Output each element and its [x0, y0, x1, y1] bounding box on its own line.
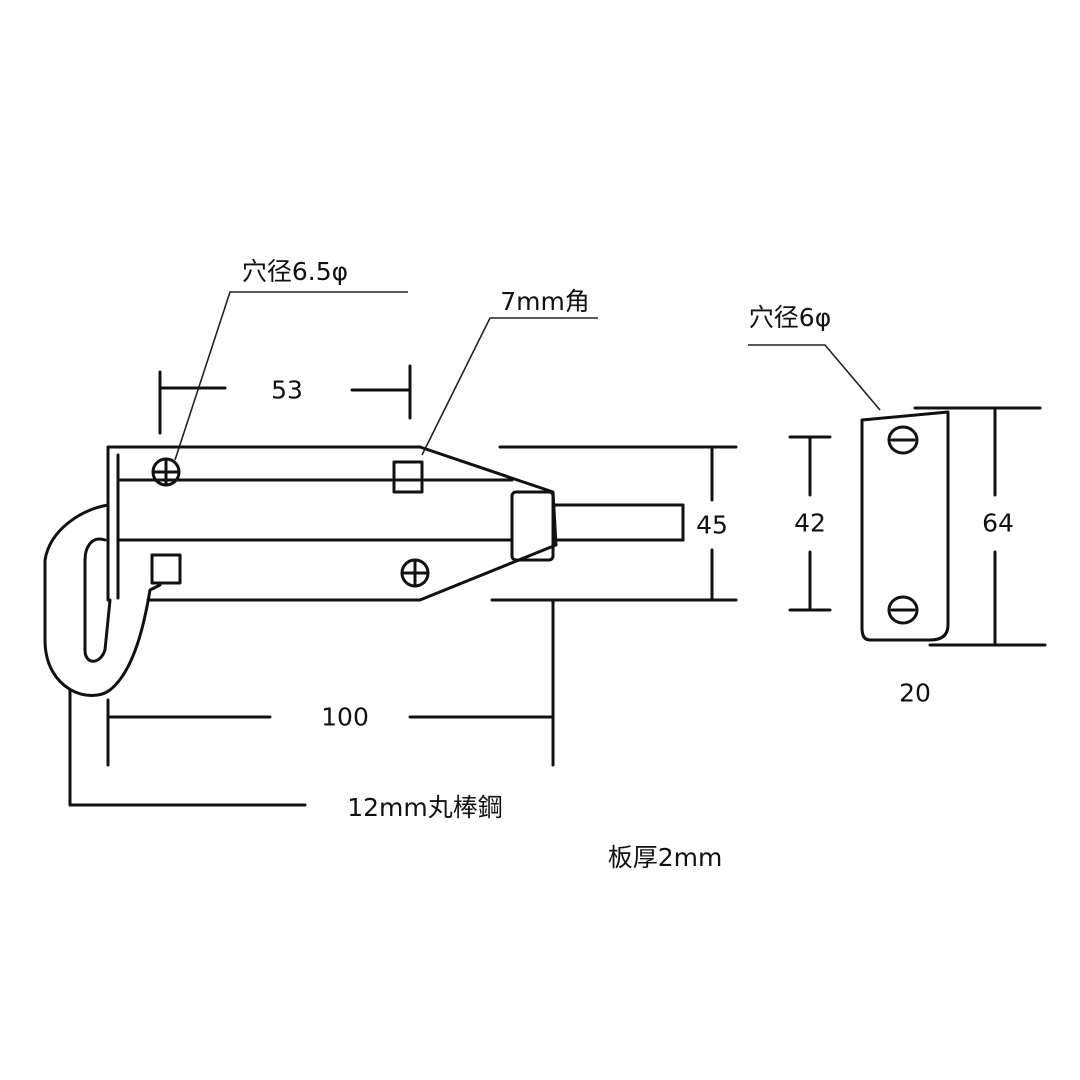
- leader-keeper-hole: [748, 344, 881, 411]
- label-square-hole-7mm: 7mm角: [500, 287, 590, 316]
- leader-hole-main: [174, 291, 408, 461]
- dimension-100-lines: [106, 598, 555, 767]
- dimension-53: 53: [271, 375, 303, 405]
- label-hole-diameter-6: 穴径6φ: [748, 303, 832, 332]
- square-hole-bottom: [150, 553, 182, 585]
- label-plate-thickness: 板厚2mm: [607, 843, 723, 872]
- screw-hole-bottom-icon: [400, 558, 430, 588]
- bolt-body: [106, 445, 685, 602]
- label-round-bar-12mm: 12mm丸棒鋼: [347, 793, 503, 822]
- label-hole-diameter-6-5: 穴径6.5φ: [241, 257, 349, 286]
- leader-round-bar: [68, 688, 307, 807]
- dimension-45: 45: [696, 510, 728, 540]
- dimension-64: 64: [982, 508, 1014, 538]
- dimension-42: 42: [794, 508, 826, 538]
- dimension-42-lines: [788, 435, 832, 612]
- keeper-plate: [860, 410, 950, 642]
- dimension-20: 20: [899, 678, 931, 708]
- dimension-45-lines: [490, 445, 738, 602]
- square-hole-top: [392, 460, 424, 494]
- hook-handle: [43, 503, 162, 698]
- dimension-53-lines: [158, 364, 412, 435]
- leader-square-hole: [421, 317, 598, 456]
- dimension-100: 100: [321, 702, 369, 732]
- dimension-64-lines: [913, 406, 1047, 647]
- screw-hole-top-icon: [151, 457, 181, 487]
